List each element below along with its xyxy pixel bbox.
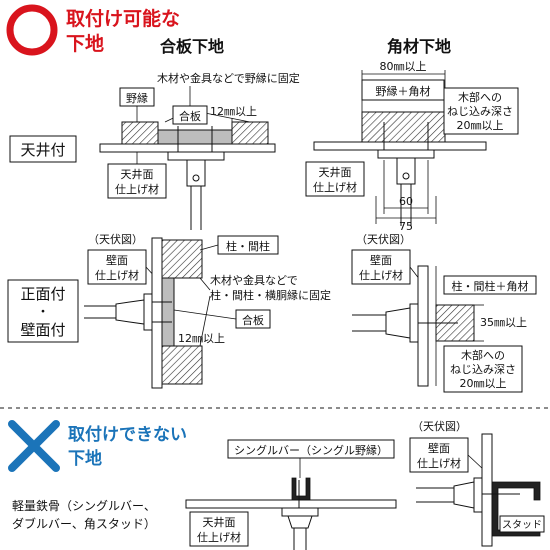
single-bar-label-box xyxy=(227,439,395,459)
lumber-base-title: 角材下地 xyxy=(387,37,451,56)
ceiling-label-box xyxy=(9,135,77,163)
wall-label-line1: 正面付 xyxy=(20,285,65,303)
wall-plywood-board xyxy=(161,277,175,347)
dim-60: 60 xyxy=(399,195,413,208)
wall-depth-label-box xyxy=(443,345,523,393)
pillar-bottom xyxy=(161,345,203,385)
wall-label-box xyxy=(7,279,79,343)
ng-ceiling-finish-line1: 天井面 xyxy=(203,515,236,529)
ng-wall-finish-line2: 仕上げ材 xyxy=(417,456,461,470)
dim-75: 75 xyxy=(399,220,413,233)
nobuchi-block-left xyxy=(121,121,159,145)
plan-view-label-1: （天伏図） xyxy=(88,232,143,246)
ceiling-plywood-diagram: 木材や金具などで野縁に固定 野縁 合板 12㎜以上 天井面 仕上げ材 xyxy=(99,71,300,230)
wall-depth-line3: 20㎜以上 xyxy=(460,377,507,390)
wall-plywood-dim: 12㎜以上 xyxy=(178,332,225,345)
ng-wall-finish-label-box xyxy=(409,437,469,473)
wall-finish-board-2 xyxy=(417,265,429,387)
wall-fix-line1: 木材や金具などで xyxy=(210,273,298,287)
ok-heading-line2: 下地 xyxy=(66,32,104,55)
ng-heading-line1: 取付けできない xyxy=(68,424,187,445)
ng-wall-finish-line1: 壁面 xyxy=(428,441,450,455)
ng-ceiling-finish-line2: 仕上げ材 xyxy=(197,530,241,544)
wall-finish-2-line2: 仕上げ材 xyxy=(359,268,403,282)
ng-plan-view-label: （天伏図） xyxy=(412,419,467,433)
goban-label: 合板 xyxy=(179,109,201,123)
ceiling-finish-label-box-2 xyxy=(305,161,365,197)
single-bar-label: シングルバー（シングル野縁） xyxy=(234,443,388,457)
pillar-kakuzai-label-box xyxy=(443,275,537,295)
goban-label-box xyxy=(172,105,208,125)
ng-ceiling-finish xyxy=(185,499,397,509)
wall-label-line2: 壁面付 xyxy=(20,321,65,339)
wall-finish-line1: 壁面 xyxy=(106,253,128,267)
fix-note-label: 木材や金具などで野縁に固定 xyxy=(157,71,300,85)
wall-depth-line1: 木部への xyxy=(461,348,505,362)
wall-finish-label-box xyxy=(87,249,147,285)
ceiling-finish-label-box xyxy=(107,163,167,199)
lumber-block xyxy=(361,111,446,143)
wall-finish-line2: 仕上げ材 xyxy=(95,268,139,282)
steel-line1: 軽量鉄骨（シングルバー、 xyxy=(12,498,156,513)
wall-depth-line2: ねじ込み深さ xyxy=(450,363,516,376)
wall-goban-label: 合板 xyxy=(242,313,264,327)
ng-heading-line2: 下地 xyxy=(68,448,102,469)
lumber-dim-top: 80㎜以上 xyxy=(380,60,427,73)
ng-ceiling-finish-label-box xyxy=(189,511,249,547)
ceiling-label: 天井付 xyxy=(20,141,65,159)
ceiling-finish-label-line1: 天井面 xyxy=(121,167,154,181)
plywood-base-title: 合板下地 xyxy=(160,37,224,56)
ceiling-finish-label-2-line1: 天井面 xyxy=(319,165,352,179)
plywood-board xyxy=(157,129,233,145)
stud-label: スタッド xyxy=(502,519,542,531)
depth-label-line3: 20㎜以上 xyxy=(457,119,504,132)
wall-label-dot: ・ xyxy=(36,305,49,320)
wall-plywood-diagram: （天伏図） 壁面 仕上げ材 柱・間柱 木材や金具などで 柱・間柱・横胴縁に固定 … xyxy=(84,232,331,389)
ng-wall-finish-board xyxy=(481,433,493,547)
plywood-dim-label: 12㎜以上 xyxy=(210,105,257,118)
ceiling-finish-label-2-line2: 仕上げ材 xyxy=(313,180,357,194)
depth-label-box xyxy=(443,87,519,135)
ceiling-finish-label-line2: 仕上げ材 xyxy=(115,182,159,196)
steel-line2: ダブルバー、角スタッド） xyxy=(12,516,156,531)
ng-wall-diagram: （天伏図） 壁面 仕上げ材 スタッド xyxy=(409,419,545,547)
ng-cross-icon xyxy=(8,420,60,472)
plan-view-label-2: （天伏図） xyxy=(356,232,411,246)
depth-label-line2: ねじ込み深さ xyxy=(447,105,513,118)
stud-label-box xyxy=(499,515,545,533)
ceiling-finish-board xyxy=(99,143,276,153)
ok-heading-line1: 取付け可能な xyxy=(66,7,180,30)
pillar-kakuzai-label: 柱・間柱＋角材 xyxy=(452,279,529,293)
depth-label-line1: 木部への xyxy=(458,90,502,104)
pillar-top xyxy=(161,239,203,279)
wall-finish-2-line1: 壁面 xyxy=(370,253,392,267)
nobuchi-kakuzai-label: 野縁＋角材 xyxy=(376,84,431,98)
wall-lumber-diagram: （天伏図） 壁面 仕上げ材 柱・間柱＋角材 35㎜以上 木部への ねじ込み深さ … xyxy=(351,232,537,393)
ok-circle-icon xyxy=(6,4,58,56)
ng-ceiling-diagram: シングルバー（シングル野縁） 天井面 仕上げ材 xyxy=(185,439,397,550)
wall-fix-line2: 柱・間柱・横胴縁に固定 xyxy=(210,288,331,302)
ceiling-lumber-diagram: 80㎜以上 野縁＋角材 木部への ねじ込み深さ 20㎜以上 天井面 仕上げ材 6… xyxy=(305,60,519,233)
nobuchi-block-right xyxy=(231,121,269,145)
ceiling-finish-board-2 xyxy=(313,141,487,151)
pillar-label: 柱・間柱 xyxy=(226,239,270,253)
wall-finish-board xyxy=(151,237,163,389)
wall-lumber-dim: 35㎜以上 xyxy=(480,316,527,329)
nobuchi-label: 野縁 xyxy=(126,91,148,105)
